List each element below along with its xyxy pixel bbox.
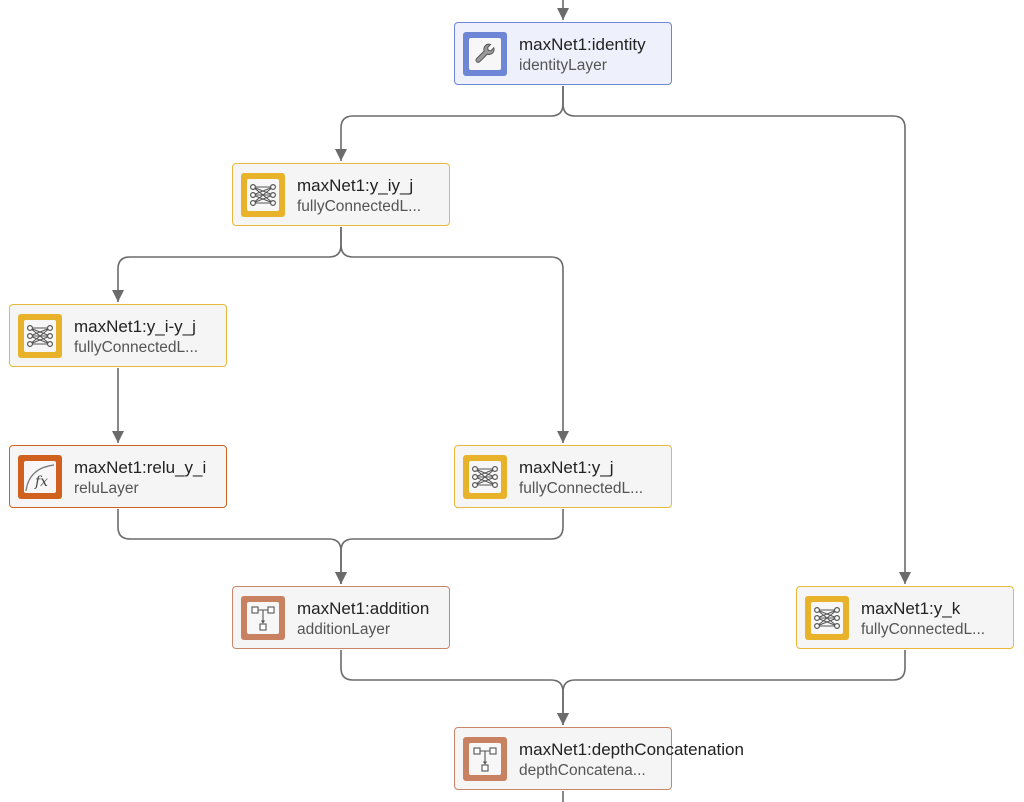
- layer-node-depth-concatenation[interactable]: maxNet1:depthConcatenation depthConcaten…: [454, 727, 744, 790]
- layer-type: fullyConnectedL...: [74, 339, 199, 356]
- layer-node-y-iy-j[interactable]: maxNet1:y_iy_j fullyConnectedL...: [232, 163, 450, 226]
- layer-node-y-k[interactable]: maxNet1:y_k fullyConnectedL...: [796, 586, 1014, 649]
- layer-type: fullyConnectedL...: [861, 621, 986, 638]
- layer-name: maxNet1:y_iy_j: [297, 176, 414, 195]
- layer-name: maxNet1:y_i-y_j: [74, 317, 196, 336]
- layer-name: maxNet1:y_j: [519, 458, 614, 477]
- merge-icon: [241, 596, 285, 640]
- network-icon: [241, 173, 285, 217]
- edge-y-iy-j-to-y-j: [340, 227, 569, 443]
- layer-node-identity[interactable]: maxNet1:identity identityLayer: [454, 22, 672, 85]
- edge-addition-to-depthcat: [340, 650, 569, 725]
- layer-name: maxNet1:depthConcatenation: [519, 740, 744, 759]
- layer-name: maxNet1:addition: [297, 599, 430, 618]
- edge-identity-to-y-iy-j: [335, 86, 564, 161]
- layer-name: maxNet1:y_k: [861, 599, 961, 618]
- layer-name: maxNet1:relu_y_i: [74, 458, 207, 477]
- edge-y-j-to-addition: [335, 509, 564, 584]
- merge-icon: [463, 737, 507, 781]
- network-icon: [18, 314, 62, 358]
- edge-identity-to-y-k: [562, 86, 911, 584]
- network-icon: [805, 596, 849, 640]
- layer-node-y-i-y-j[interactable]: maxNet1:y_i-y_j fullyConnectedL...: [9, 304, 227, 367]
- edge-relu-to-addition: [117, 509, 347, 584]
- layer-node-addition[interactable]: maxNet1:addition additionLayer: [232, 586, 450, 649]
- layer-type: fullyConnectedL...: [297, 198, 422, 215]
- layer-type: identityLayer: [519, 57, 607, 74]
- svg-text:fx: fx: [34, 474, 48, 490]
- layer-type: fullyConnectedL...: [519, 480, 644, 497]
- function-fx-icon: fx: [18, 455, 62, 499]
- layer-node-relu-y-i[interactable]: fx maxNet1:relu_y_i reluLayer: [9, 445, 227, 508]
- layer-node-y-j[interactable]: maxNet1:y_j fullyConnectedL...: [454, 445, 672, 508]
- layer-type: reluLayer: [74, 480, 139, 497]
- layer-type: depthConcatena...: [519, 762, 646, 779]
- layer-type: additionLayer: [297, 621, 391, 638]
- wrench-icon: [463, 32, 507, 76]
- edge-y-iy-j-to-y-i-y-j: [112, 227, 342, 302]
- edge-y-k-to-depthcat: [557, 650, 906, 725]
- network-icon: [463, 455, 507, 499]
- layer-name: maxNet1:identity: [519, 35, 646, 54]
